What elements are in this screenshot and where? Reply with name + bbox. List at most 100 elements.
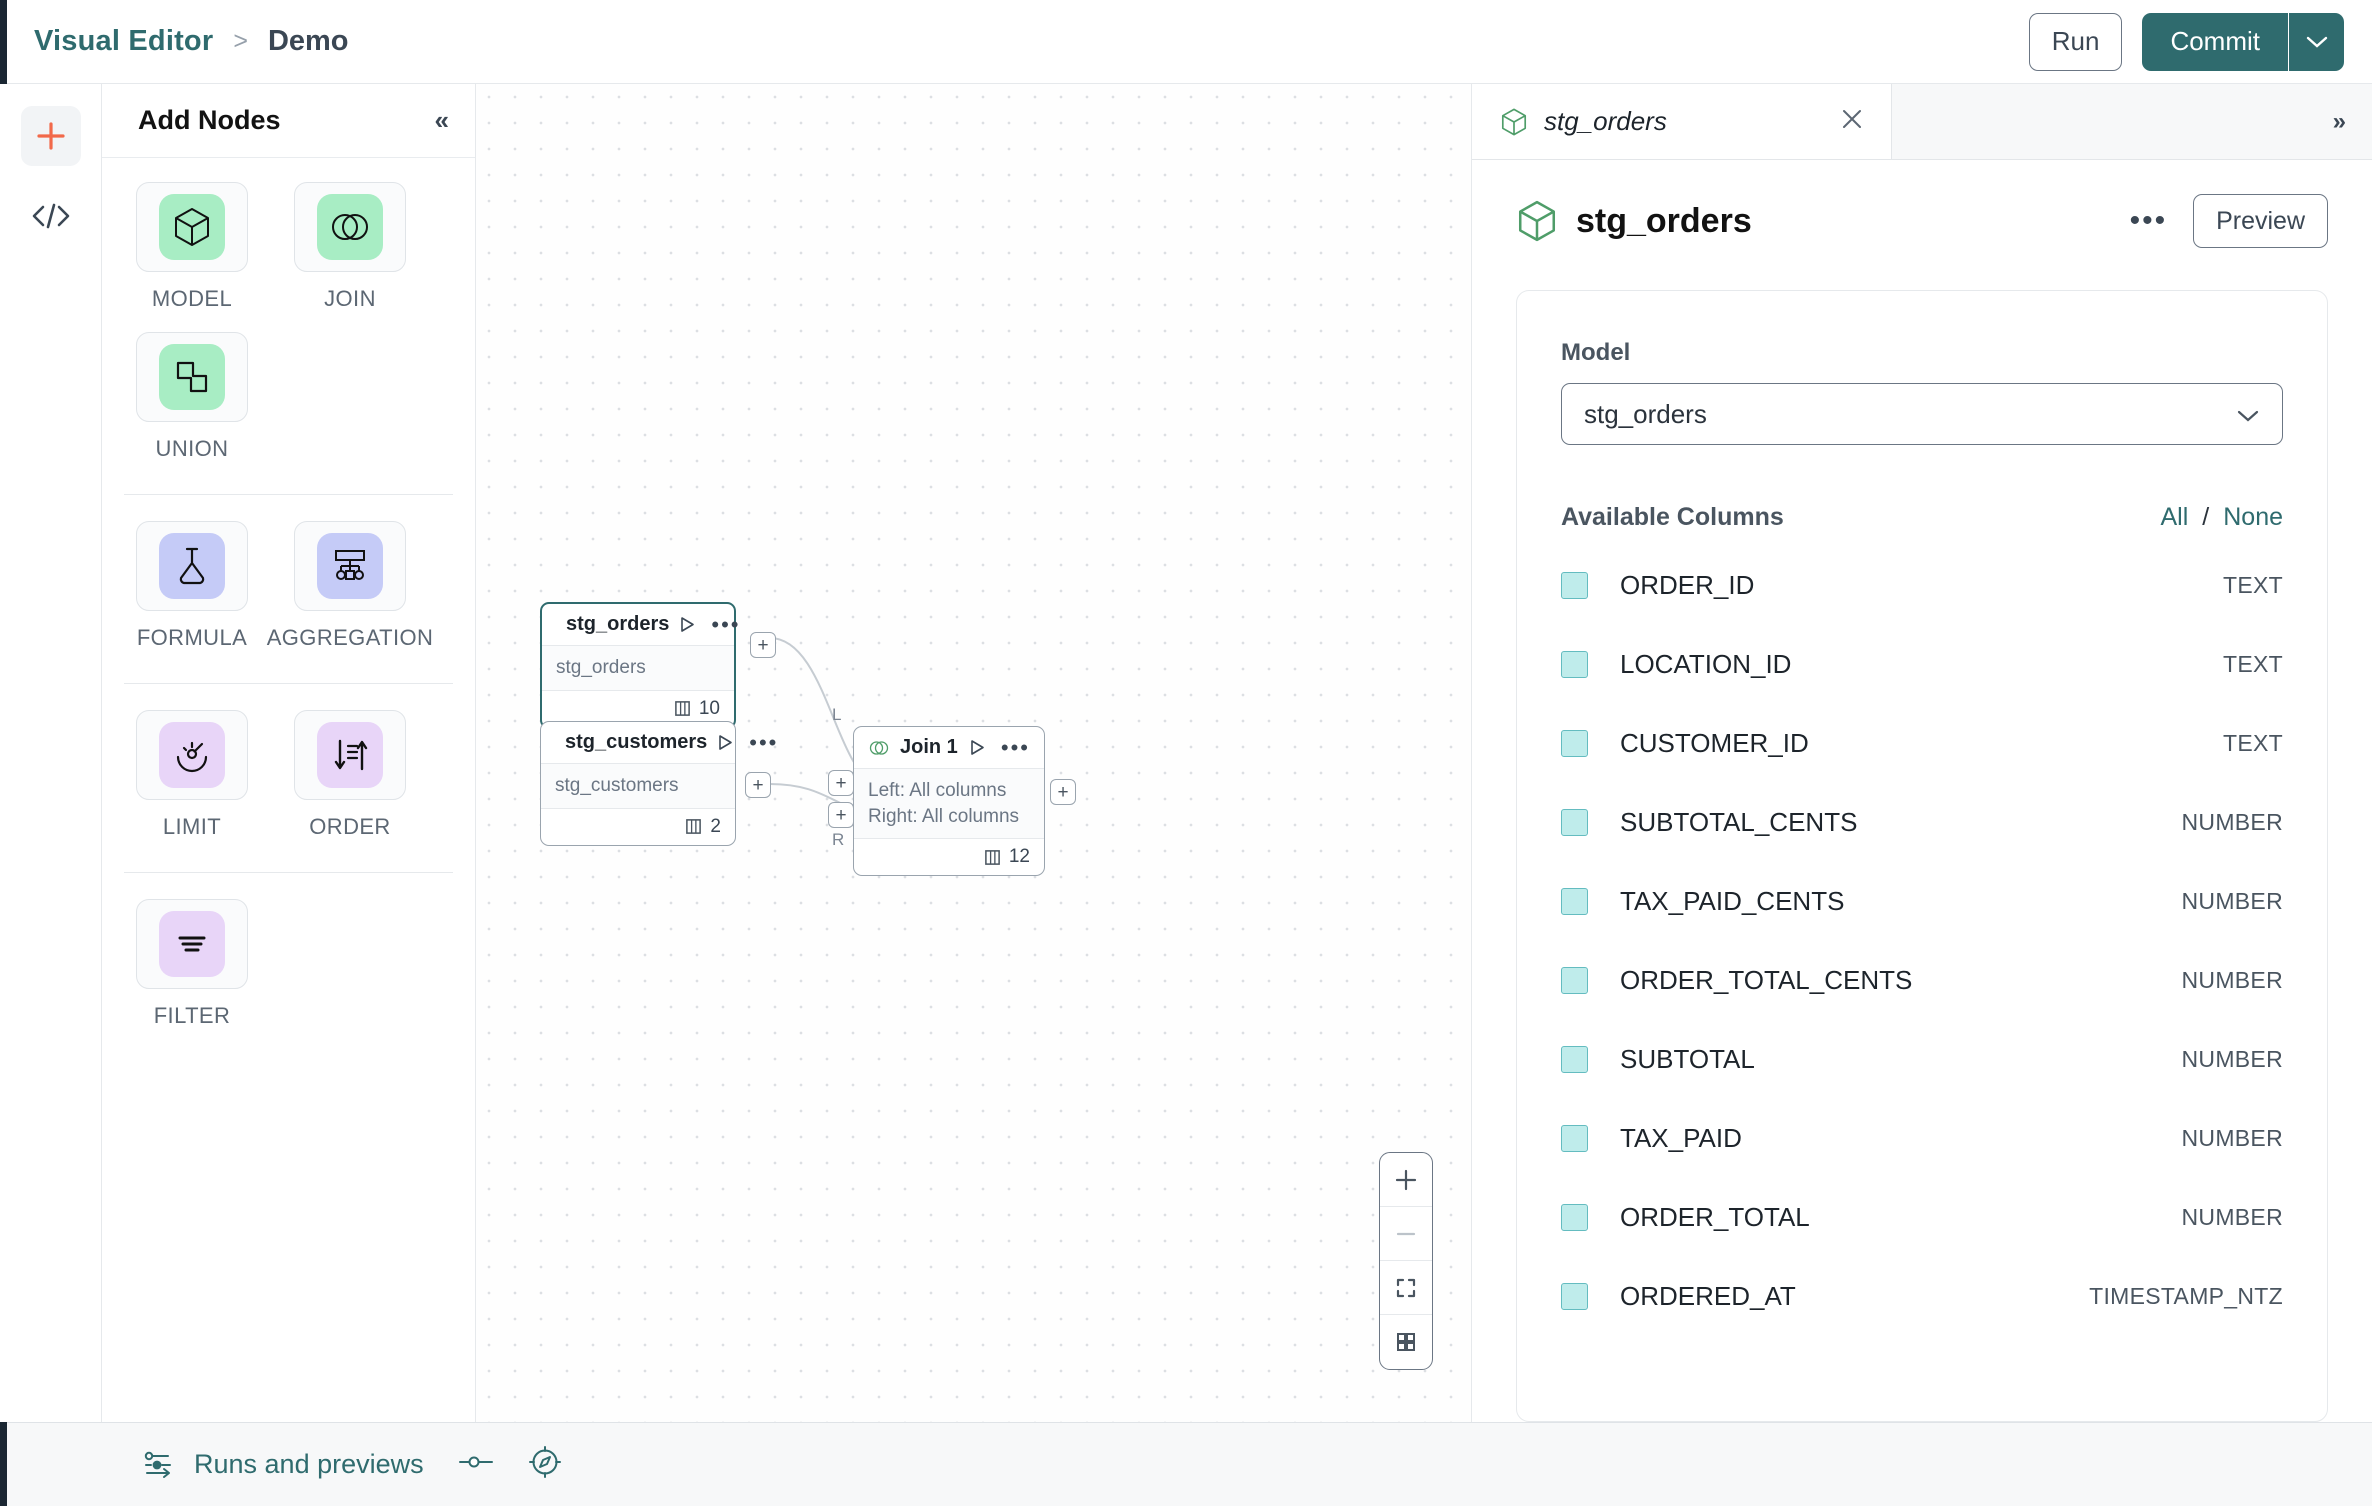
fit-view-icon[interactable] [1380,1261,1432,1315]
collapse-panel-icon[interactable]: « [435,105,447,136]
column-name: ORDER_TOTAL [1620,1202,1810,1233]
column-checkbox[interactable] [1561,1046,1588,1073]
node-title: stg_orders [566,613,669,636]
node-header: Join 1 ••• [854,727,1044,768]
tabstrip-spacer: » [1892,84,2372,159]
node-header: stg_customers ••• [541,722,735,763]
column-checkbox[interactable] [1561,967,1588,994]
node-output-port[interactable]: + [750,632,776,658]
node-type-join[interactable]: JOIN [282,182,418,312]
panel-actions: ••• Preview [2130,194,2328,248]
node-column-count: 2 [710,816,721,838]
column-type: TIMESTAMP_NTZ [2089,1283,2283,1310]
column-row[interactable]: TAX_PAIDNUMBER [1561,1099,2283,1178]
node-menu-icon[interactable]: ••• [749,736,778,749]
close-icon[interactable] [1839,106,1865,137]
column-row[interactable]: ORDER_TOTALNUMBER [1561,1178,2283,1257]
node-type-label: ORDER [309,814,390,840]
column-row[interactable]: ORDERED_ATTIMESTAMP_NTZ [1561,1257,2283,1336]
node-output-port[interactable]: + [1050,779,1076,805]
commit-dropdown-button[interactable] [2288,13,2344,71]
column-row[interactable]: SUBTOTAL_CENTSNUMBER [1561,783,2283,862]
zoom-out-icon[interactable] [1380,1207,1432,1261]
zoom-in-icon[interactable] [1380,1153,1432,1207]
node-menu-icon[interactable]: ••• [1001,741,1030,754]
select-none-link[interactable]: None [2223,503,2283,532]
node-input-port-right[interactable]: + [828,802,854,828]
grid-icon[interactable] [1380,1315,1432,1369]
flow-canvas[interactable]: stg_orders ••• stg_orders 10 + [476,84,1472,1422]
column-checkbox[interactable] [1561,888,1588,915]
details-panel: stg_orders » stg_orders ••• Preview [1472,84,2372,1422]
column-row[interactable]: CUSTOMER_IDTEXT [1561,704,2283,783]
node-menu-icon[interactable]: ••• [711,618,740,631]
node-type-model[interactable]: MODEL [124,182,260,312]
node-input-port-left[interactable]: + [828,770,854,796]
column-row[interactable]: ORDER_IDTEXT [1561,546,2283,625]
ellipsis-icon[interactable]: ••• [2130,212,2168,230]
column-name: ORDER_ID [1620,570,1754,601]
columns-icon [685,818,702,835]
column-row[interactable]: ORDER_TOTAL_CENTSNUMBER [1561,941,2283,1020]
column-checkbox[interactable] [1561,730,1588,757]
node-actions: ••• [679,616,740,633]
column-checkbox[interactable] [1561,651,1588,678]
runs-and-previews-label: Runs and previews [194,1449,424,1480]
preview-button[interactable]: Preview [2193,194,2328,248]
play-icon[interactable] [679,616,695,633]
column-name: CUSTOMER_ID [1620,728,1809,759]
node-type-order[interactable]: ORDER [282,710,418,840]
node-header: stg_orders ••• [542,604,734,645]
available-columns-header: Available Columns All / None [1561,503,2283,532]
node-type-label: AGGREGATION [267,625,434,651]
column-row[interactable]: SUBTOTALNUMBER [1561,1020,2283,1099]
node-tile [294,182,406,272]
canvas-node-stg-orders[interactable]: stg_orders ••• stg_orders 10 + [540,602,736,729]
play-icon[interactable] [969,739,985,756]
column-checkbox[interactable] [1561,1125,1588,1152]
node-type-formula[interactable]: FORMULA [124,521,260,651]
expand-panel-icon[interactable]: » [2333,108,2344,136]
canvas-node-stg-customers[interactable]: stg_customers ••• stg_customers 2 + [540,721,736,846]
runs-and-previews-button[interactable]: Runs and previews [140,1449,424,1481]
toggle-icon[interactable] [458,1454,494,1475]
port-label-left: L [832,705,841,725]
separator: / [2202,503,2209,532]
tab-label: stg_orders [1544,106,1667,137]
code-view-button[interactable] [21,190,81,242]
tab-stg-orders[interactable]: stg_orders [1472,84,1892,159]
column-row[interactable]: LOCATION_IDTEXT [1561,625,2283,704]
breadcrumb-root[interactable]: Visual Editor [34,25,213,58]
add-node-rail-button[interactable] [21,106,81,166]
node-type-union[interactable]: UNION [124,332,260,462]
column-type: NUMBER [2182,888,2283,915]
node-type-limit[interactable]: LIMIT [124,710,260,840]
column-row[interactable]: TAX_PAID_CENTSNUMBER [1561,862,2283,941]
columns-icon [984,849,1001,866]
node-group-transform: FORMULA AGGREGATION [124,521,453,671]
add-nodes-header: Add Nodes « [102,84,475,158]
commit-button[interactable]: Commit [2142,13,2288,71]
top-bar-actions: Run Commit [2029,13,2344,71]
left-rail [0,84,102,1422]
node-subtitle: stg_customers [555,773,721,799]
model-select[interactable]: stg_orders [1561,383,2283,445]
canvas-node-join-1[interactable]: Join 1 ••• Left: All columns Right: All … [853,726,1045,876]
node-body: Left: All columns Right: All columns [854,768,1044,838]
code-icon [29,202,73,230]
column-checkbox[interactable] [1561,1283,1588,1310]
node-type-aggregation[interactable]: AGGREGATION [282,521,418,651]
run-button[interactable]: Run [2029,13,2123,71]
add-nodes-list: MODEL JOIN [102,158,475,1049]
column-checkbox[interactable] [1561,809,1588,836]
node-type-filter[interactable]: FILTER [124,899,260,1029]
union-icon [159,344,225,410]
column-checkbox[interactable] [1561,572,1588,599]
play-icon[interactable] [717,734,733,751]
compass-icon[interactable] [528,1445,562,1484]
column-checkbox[interactable] [1561,1204,1588,1231]
column-type: NUMBER [2182,1046,2283,1073]
select-all-link[interactable]: All [2160,503,2188,532]
divider [124,683,453,684]
node-output-port[interactable]: + [745,772,771,798]
